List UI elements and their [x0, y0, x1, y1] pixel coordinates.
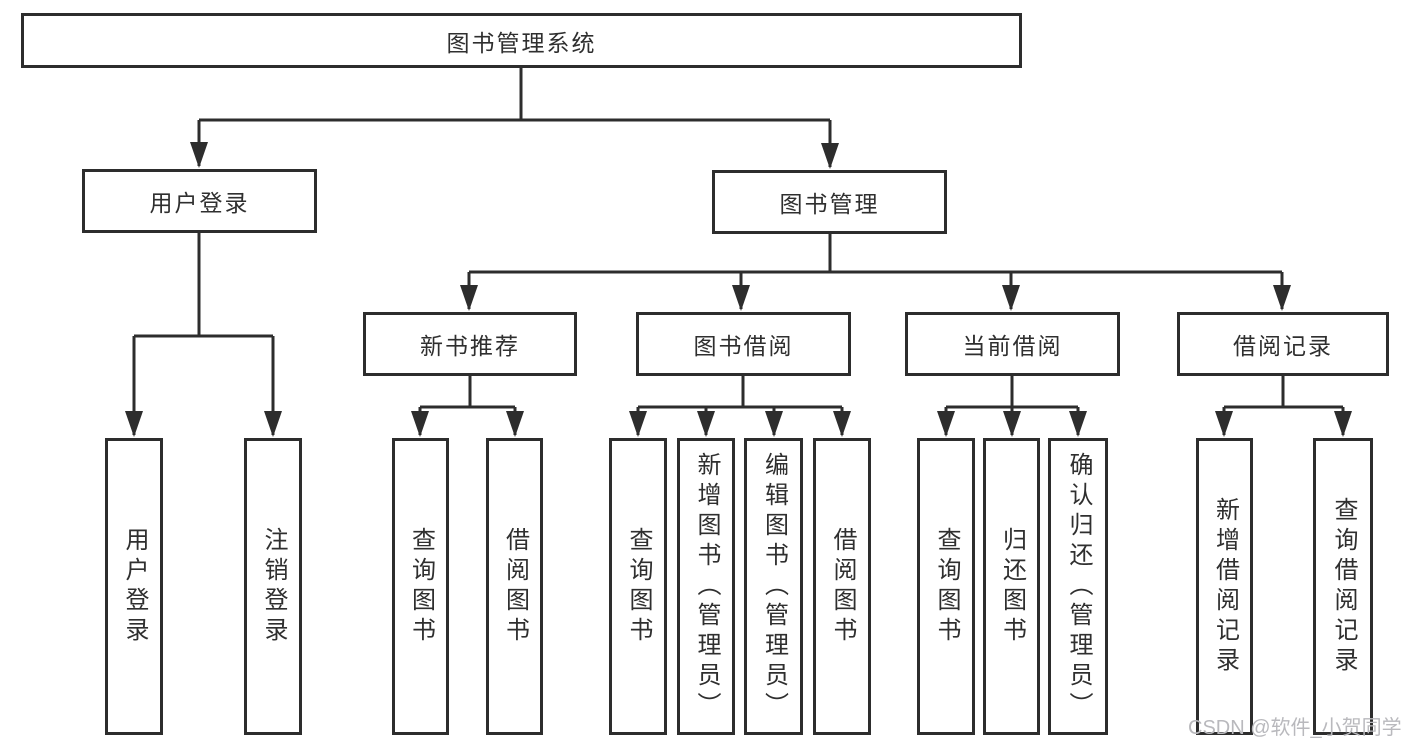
node-book-management: 图书管理: [712, 170, 947, 234]
node-label: 借阅记录: [1233, 333, 1333, 359]
arrowhead-icons: [125, 142, 1352, 437]
node-label: 新书推荐: [420, 333, 520, 359]
node-label: 图书借阅: [693, 333, 794, 359]
node-leaf-add-book-admin: 新增图书（管理员）: [677, 438, 735, 735]
node-label: 查询图书: [407, 526, 435, 647]
node-label: 图书管理: [779, 191, 880, 217]
node-leaf-edit-book-admin: 编辑图书（管理员）: [744, 438, 803, 735]
node-leaf-confirm-return-admin: 确认归还（管理员）: [1048, 438, 1108, 735]
node-borrow-records: 借阅记录: [1177, 312, 1389, 376]
node-leaf-add-borrow-record: 新增借阅记录: [1196, 438, 1253, 735]
node-label: 归还图书: [998, 526, 1026, 647]
node-label: 查询图书: [625, 526, 652, 647]
node-label: 新增借阅记录: [1211, 496, 1239, 677]
tree-edges: [132, 68, 1345, 435]
node-book-borrowing: 图书借阅: [636, 312, 851, 376]
node-library-system: 图书管理系统: [21, 13, 1022, 68]
node-user-login: 用户登录: [82, 169, 317, 233]
node-leaf-return-book: 归还图书: [983, 438, 1040, 735]
node-label: 借阅图书: [829, 526, 856, 647]
node-label: 图书管理系统: [446, 29, 597, 56]
node-leaf-logout: 注销登录: [244, 438, 302, 735]
node-label: 确认归还（管理员）: [1065, 451, 1092, 722]
node-new-book-recommend: 新书推荐: [363, 312, 577, 376]
node-label: 注销登录: [260, 526, 287, 647]
node-label: 查询借阅记录: [1330, 496, 1357, 677]
node-label: 新增图书（管理员）: [693, 451, 720, 722]
node-label: 当前借阅: [962, 333, 1063, 359]
node-leaf-query-books-current: 查询图书: [917, 438, 975, 735]
node-leaf-query-books-borrow: 查询图书: [609, 438, 667, 735]
node-leaf-borrow-books: 借阅图书: [813, 438, 871, 735]
node-leaf-query-books-recommend: 查询图书: [392, 438, 449, 735]
node-label: 借阅图书: [501, 526, 529, 647]
node-current-borrowing: 当前借阅: [905, 312, 1120, 376]
node-label: 查询图书: [933, 526, 960, 647]
node-leaf-borrow-books-recommend: 借阅图书: [486, 438, 543, 735]
node-label: 用户登录: [121, 526, 148, 647]
node-label: 用户登录: [149, 190, 250, 216]
node-label: 编辑图书（管理员）: [760, 451, 788, 722]
node-leaf-query-borrow-record: 查询借阅记录: [1313, 438, 1373, 735]
watermark: CSDN @软件_小贺同学: [1188, 717, 1402, 739]
node-leaf-user-login: 用户登录: [105, 438, 163, 735]
